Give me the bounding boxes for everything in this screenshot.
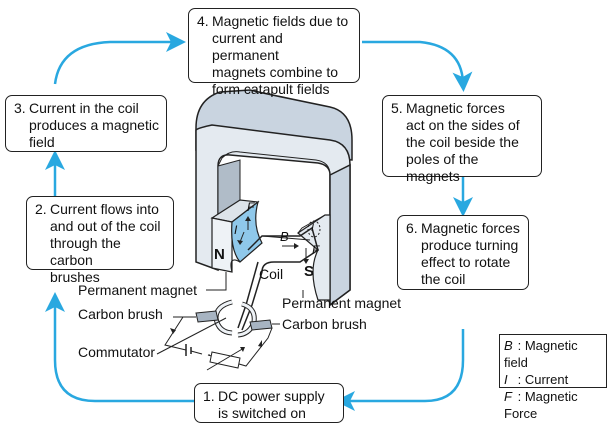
label-force-right: F xyxy=(312,243,320,257)
label-carbon-brush-right: Carbon brush xyxy=(282,316,367,332)
arrow-3-to-4 xyxy=(53,32,186,85)
legend-symbol: I xyxy=(504,372,508,387)
magnet-yoke-right xyxy=(329,163,351,307)
label-field: B xyxy=(280,229,289,244)
label-current-left: I xyxy=(234,223,238,237)
label-permanent-magnet-right: Permanent magnet xyxy=(282,295,402,311)
south-pole-block xyxy=(297,214,331,301)
step-3-number: 3. xyxy=(14,100,26,116)
legend-symbol: F xyxy=(504,389,512,404)
label-north-pole: N xyxy=(214,246,225,263)
step-2-box: 2. Current flows into and out of the coi… xyxy=(26,196,174,285)
label-south-pole: S xyxy=(304,263,315,280)
step-3-box: 3. Current in the coil produces a magnet… xyxy=(5,95,167,152)
arrow-4-to-5 xyxy=(362,40,473,92)
step-1-number: 1. xyxy=(203,388,215,404)
carbon-brush-right xyxy=(249,319,273,331)
legend-item: B : Magnetic field xyxy=(504,337,602,371)
label-current-right: I xyxy=(311,222,315,234)
legend-symbol: B xyxy=(504,338,513,353)
step-4-number: 4. xyxy=(197,13,209,29)
step-5-box: 5. Magnetic forces act on the sides of t… xyxy=(382,95,542,184)
legend-meaning: : Magnetic Force xyxy=(504,389,578,421)
step-4-text: Magnetic fields due to current and perma… xyxy=(212,13,349,97)
step-6-text: Magnetic forces produce turning effect t… xyxy=(421,220,520,287)
label-force-left: F xyxy=(247,200,255,214)
step-2-number: 2. xyxy=(35,201,47,217)
step-5-text: Magnetic forces act on the sides of the … xyxy=(406,100,520,184)
step-3-text: Current in the coil produces a magnetic … xyxy=(29,100,159,150)
step-6-number: 6. xyxy=(406,220,418,236)
arrow-6-to-1 xyxy=(335,329,465,411)
label-permanent-magnet-left: Permanent magnet xyxy=(78,282,198,298)
north-pole-face xyxy=(231,200,263,263)
legend-meaning: : Current xyxy=(517,372,569,387)
step-6-box: 6. Magnetic forces produce turning effec… xyxy=(397,215,529,290)
step-4-box: 4. Magnetic fields due to current and pe… xyxy=(188,8,360,97)
legend: B : Magnetic field I : Current F : Magne… xyxy=(499,334,607,421)
legend-item: F : Magnetic Force xyxy=(504,388,602,422)
step-1-text: DC power supply is switched on xyxy=(218,388,325,421)
step-1-box: 1. DC power supply is switched on xyxy=(194,383,344,423)
coil-loop xyxy=(241,226,319,331)
label-commutator: Commutator xyxy=(78,344,156,360)
legend-item: I : Current xyxy=(504,371,602,388)
arrow-1-to-2 xyxy=(45,292,194,403)
step-2-text: Current flows into and out of the coil t… xyxy=(50,201,161,285)
carbon-brush-left xyxy=(195,310,219,323)
step-5-number: 5. xyxy=(391,100,403,116)
legend-meaning: : Magnetic field xyxy=(504,338,578,370)
label-coil: Coil xyxy=(259,266,284,282)
label-carbon-brush-left: Carbon brush xyxy=(78,306,163,322)
